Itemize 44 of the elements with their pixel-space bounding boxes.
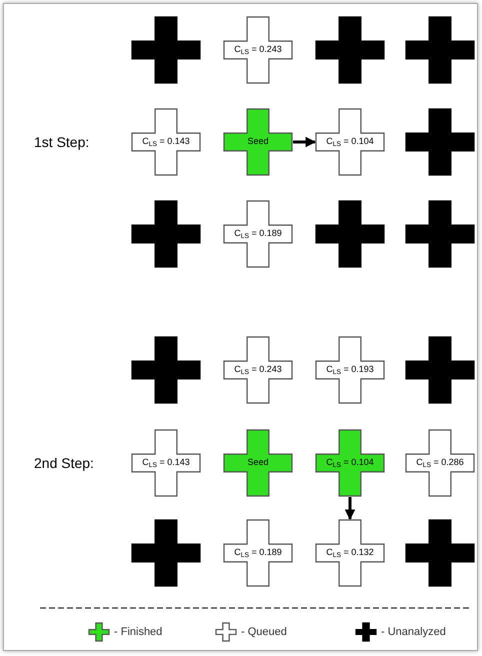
- cross-marker: [131, 200, 201, 268]
- legend-text: - Unanalyzed: [381, 625, 446, 639]
- cross-marker: [405, 16, 475, 84]
- value-label: C$_{LS}$ = 0.286: [415, 456, 465, 469]
- value-label: C$_{LS}$ = 0.189: [233, 227, 283, 240]
- value-label: C$_{LS}$ = 0.243: [233, 363, 283, 376]
- cross-marker: [315, 16, 385, 84]
- cross-marker: [223, 108, 293, 176]
- cross-marker: [131, 16, 201, 84]
- cross-marker: [405, 108, 475, 176]
- cross-marker: [315, 519, 385, 587]
- cross-marker: [131, 336, 201, 404]
- arrow: [293, 136, 316, 148]
- cross-marker: [315, 429, 385, 497]
- step-label: 1st Step:: [34, 133, 90, 151]
- value-label: C$_{LS}$ = 0.193: [325, 363, 375, 376]
- value-label: Seed: [246, 135, 270, 148]
- cross-marker: [131, 519, 201, 587]
- value-label: C$_{LS}$ = 0.104: [325, 135, 375, 148]
- cross-marker: [223, 16, 293, 84]
- arrow: [344, 497, 356, 520]
- cross-marker: [315, 336, 385, 404]
- value-label: C$_{LS}$ = 0.104: [325, 456, 375, 469]
- value-label: C$_{LS}$ = 0.132: [325, 546, 375, 559]
- value-label: C$_{LS}$ = 0.189: [233, 546, 283, 559]
- cross-marker: [223, 200, 293, 268]
- cross-marker: [405, 336, 475, 404]
- cross-marker: [315, 200, 385, 268]
- cross-marker: [223, 336, 293, 404]
- cross-marker: [405, 519, 475, 587]
- step-label: 2nd Step:: [34, 454, 94, 472]
- value-label: Seed: [246, 456, 270, 469]
- cross-marker: [131, 108, 201, 176]
- cross-marker: [405, 200, 475, 268]
- cross-marker: [223, 429, 293, 497]
- cross-marker: [315, 108, 385, 176]
- value-label: C$_{LS}$ = 0.143: [141, 456, 191, 469]
- cross-marker: [405, 429, 475, 497]
- legend-text: - Queued: [241, 625, 287, 639]
- value-label: C$_{LS}$ = 0.143: [141, 135, 191, 148]
- legend-text: - Finished: [114, 625, 162, 639]
- cross-marker: [223, 519, 293, 587]
- value-label: C$_{LS}$ = 0.243: [233, 43, 283, 56]
- cross-marker: [131, 429, 201, 497]
